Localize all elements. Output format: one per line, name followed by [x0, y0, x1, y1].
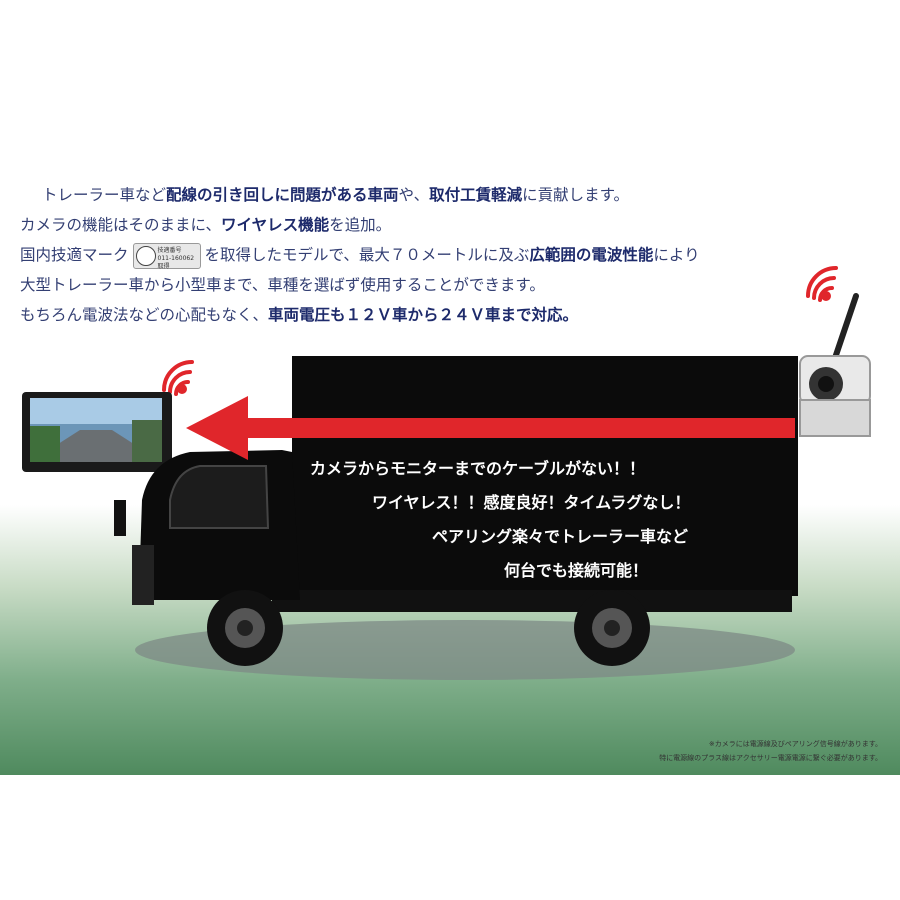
mark-text-2: 011-160062 — [157, 254, 195, 262]
cab-window — [169, 465, 270, 529]
highlight-text: 取付工賃軽減 — [429, 186, 523, 204]
callout-line-4: 何台でも接続可能！ — [504, 561, 649, 580]
cargo-box — [292, 356, 798, 596]
footnote-line-2: 特に電源線のプラス線はアクセサリー電源電源に繋ぐ必要があります。 — [659, 754, 882, 762]
side-mirror — [114, 500, 126, 536]
description-text: トレーラー車など配線の引き回しに問題がある車両や、取付工賃軽減に貢献します。 カ… — [20, 180, 880, 330]
camera-image — [799, 293, 871, 437]
copy-line-4: 大型トレーラー車から小型車まで、車種を選ばず使用することができます。 — [20, 270, 880, 300]
monitor-image — [22, 392, 172, 472]
highlight-text: 広範囲の電波性能 — [529, 246, 654, 264]
copy-line-5: もちろん電波法などの心配もなく、車両電圧も１２Ｖ車から２４Ｖ車まで対応。 — [20, 300, 880, 330]
footnote-line-1: ※カメラには電源線及びペアリング信号線があります。 — [708, 740, 882, 748]
callout-line-2: ワイヤレス！！感度良好！タイムラグなし！ — [372, 493, 691, 512]
copy-line-3-end: を取得したモデルで、最大７０メートルに及ぶ広範囲の電波性能により — [205, 246, 700, 264]
mark-text-1: 技適番号 — [157, 246, 182, 254]
callout-line-3: ペアリング楽々でトレーラー車など — [432, 527, 689, 546]
body-text: もちろん電波法などの心配もなく、 — [20, 306, 269, 324]
body-text: や、 — [398, 186, 430, 204]
copy-line-2: カメラの機能はそのままに、ワイヤレス機能を追加。 — [20, 210, 880, 240]
rear-wheel — [574, 590, 650, 666]
body-text: カメラの機能はそのままに、 — [20, 216, 222, 234]
highlight-text: ワイヤレス機能 — [221, 216, 330, 234]
footnote: ※カメラには電源線及びペアリング信号線があります。 特に電源線のプラス線はアクセ… — [659, 737, 882, 765]
highlight-text: 車両電圧も１２Ｖ車から２４Ｖ車まで対応。 — [268, 306, 579, 324]
truck-bumper — [132, 545, 154, 605]
copy-line-3-start: 国内技適マーク — [20, 246, 129, 264]
giteki-logo-icon — [135, 245, 156, 266]
callout-line-1: カメラからモニターまでのケーブルがない！！ — [310, 459, 646, 478]
body-text: に貢献します。 — [522, 186, 630, 204]
cargo-callout: カメラからモニターまでのケーブルがない！！ ワイヤレス！！感度良好！タイムラグな… — [310, 452, 770, 588]
body-text: トレーラー車など — [42, 186, 167, 204]
arrow-left-icon — [186, 396, 795, 460]
chassis — [272, 590, 792, 612]
body-text: により — [653, 246, 700, 264]
body-text: を取得したモデルで、最大７０メートルに及ぶ — [204, 246, 530, 264]
front-wheel — [207, 590, 283, 666]
mark-text-3: 取得 — [157, 262, 170, 270]
highlight-text: 配線の引き回しに問題がある車両 — [166, 186, 399, 204]
wifi-signal-icon — [162, 360, 194, 396]
wifi-signal-icon — [806, 266, 838, 302]
body-text: を追加。 — [329, 216, 392, 234]
body-text: 大型トレーラー車から小型車まで、車種を選ばず使用することができます。 — [20, 276, 545, 294]
copy-line-1: トレーラー車など配線の引き回しに問題がある車両や、取付工賃軽減に貢献します。 — [20, 180, 880, 210]
